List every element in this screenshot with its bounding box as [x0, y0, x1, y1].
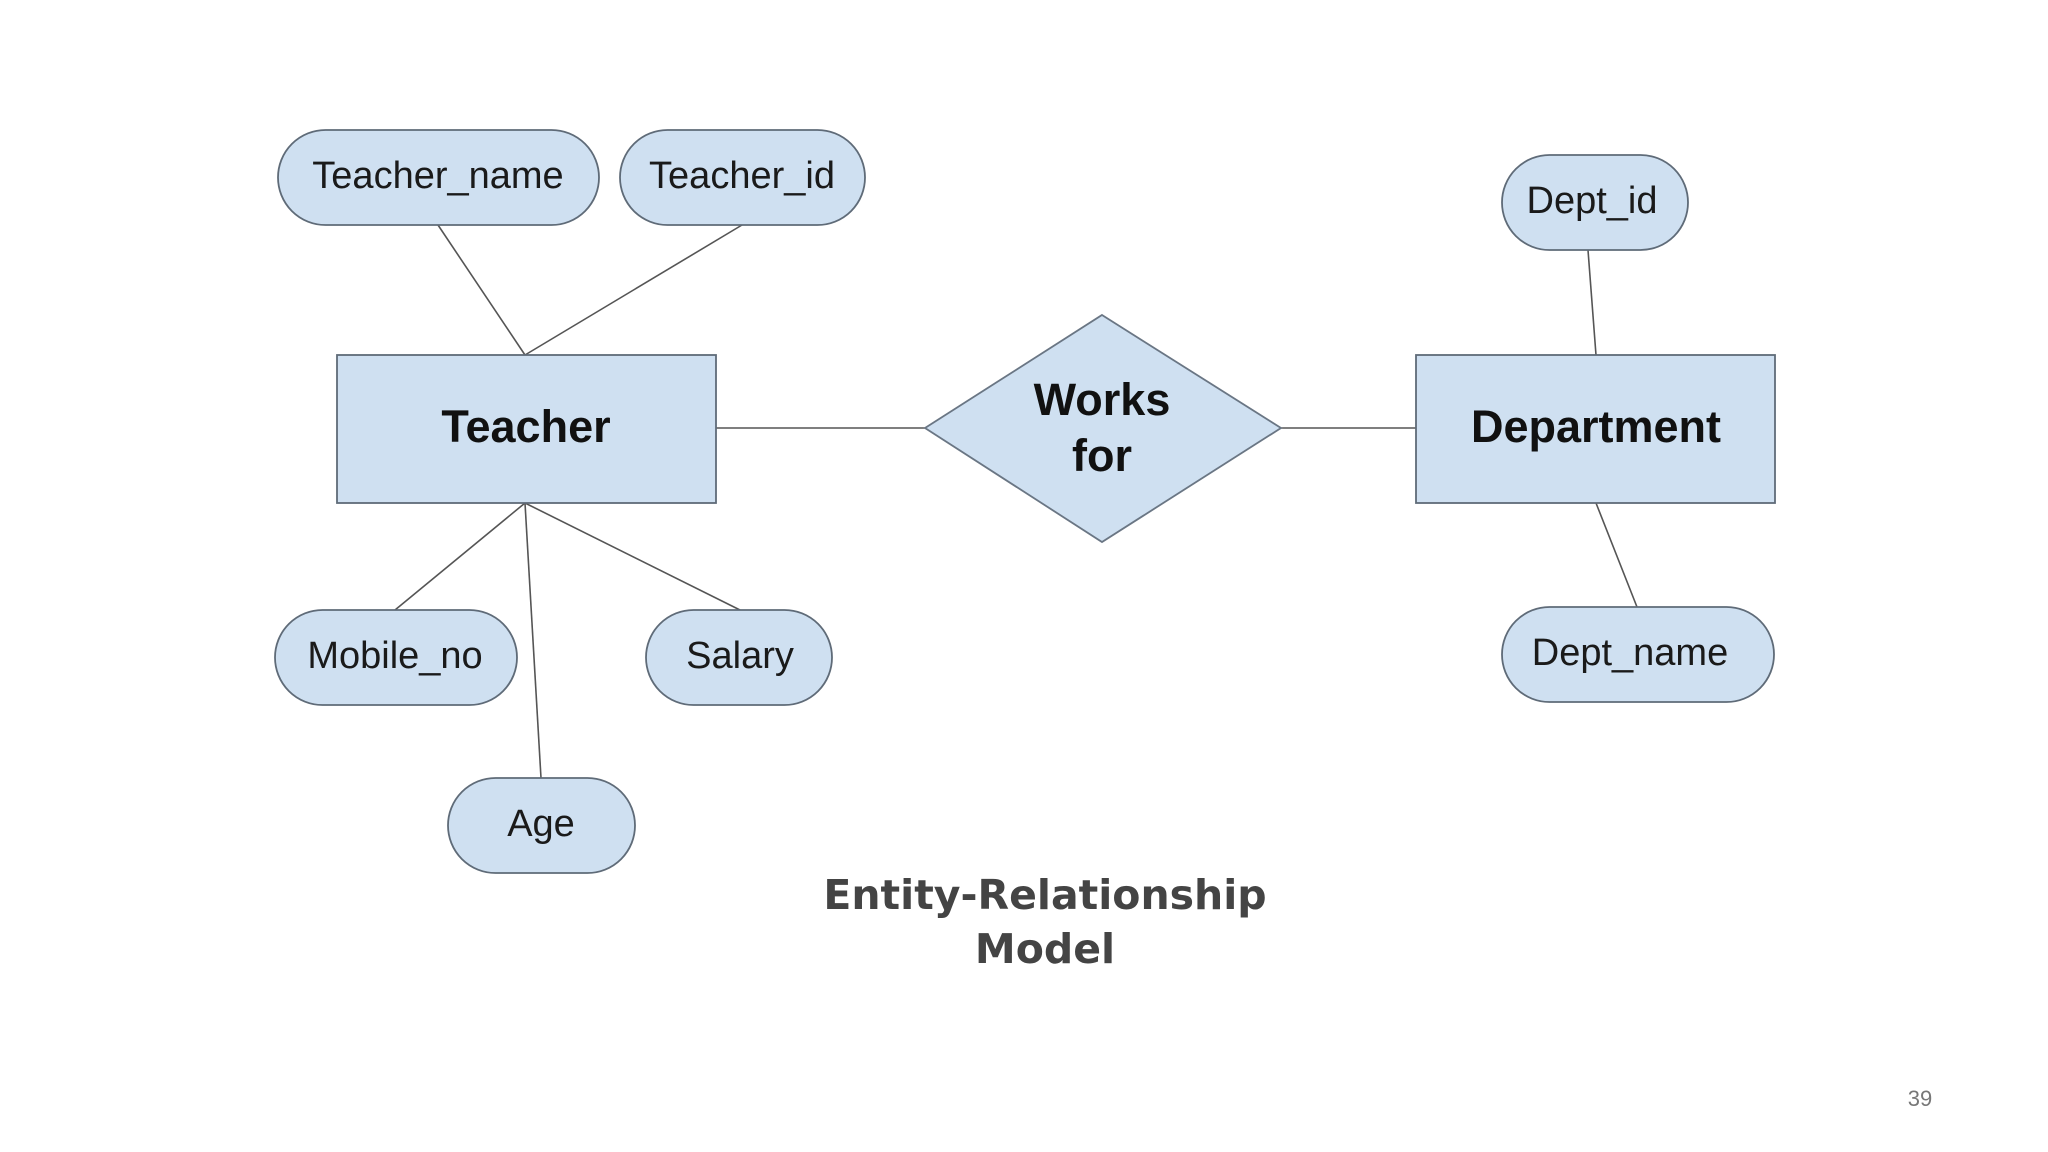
caption-line1: Entity-Relationship — [823, 871, 1267, 919]
attribute-mobile-no: Mobile_no — [274, 609, 518, 706]
connector-age — [524, 502, 542, 779]
relationship-works-for: Works for — [923, 313, 1283, 544]
connector-teacher-name — [437, 224, 526, 356]
connector-dept-name — [1595, 502, 1638, 608]
diagram-caption: Entity-Relationship Model — [745, 868, 1345, 976]
connector-dept-id — [1587, 249, 1597, 356]
connector-teacher-id — [524, 224, 743, 356]
connectors — [394, 224, 1638, 779]
caption-line2: Model — [974, 925, 1116, 973]
attribute-label: Mobile_no — [307, 635, 482, 677]
attribute-salary: Salary — [645, 609, 833, 706]
attribute-label: Salary — [686, 635, 794, 677]
attribute-teacher-name: Teacher_name — [277, 129, 600, 226]
attribute-age: Age — [447, 777, 636, 874]
entity-department: Department — [1415, 354, 1776, 504]
attribute-label: Dept_id — [1527, 180, 1658, 222]
entity-label: Teacher — [441, 401, 610, 452]
page-number: 39 — [1907, 1086, 1933, 1111]
attribute-teacher-id: Teacher_id — [619, 129, 866, 226]
attribute-label: Teacher_name — [312, 155, 563, 197]
attribute-label: Dept_name — [1532, 632, 1728, 674]
connector-mobile-no — [394, 502, 526, 611]
attribute-label: Teacher_id — [649, 155, 835, 197]
relationship-label-line1: Works — [1034, 374, 1171, 425]
connector-salary — [524, 502, 741, 611]
entity-label: Department — [1471, 401, 1721, 452]
attribute-dept-id: Dept_id — [1501, 154, 1689, 251]
entity-teacher: Teacher — [336, 354, 717, 504]
attribute-dept-name: Dept_name — [1501, 606, 1775, 703]
attribute-label: Age — [507, 803, 575, 845]
relationship-label-line2: for — [1072, 430, 1132, 481]
